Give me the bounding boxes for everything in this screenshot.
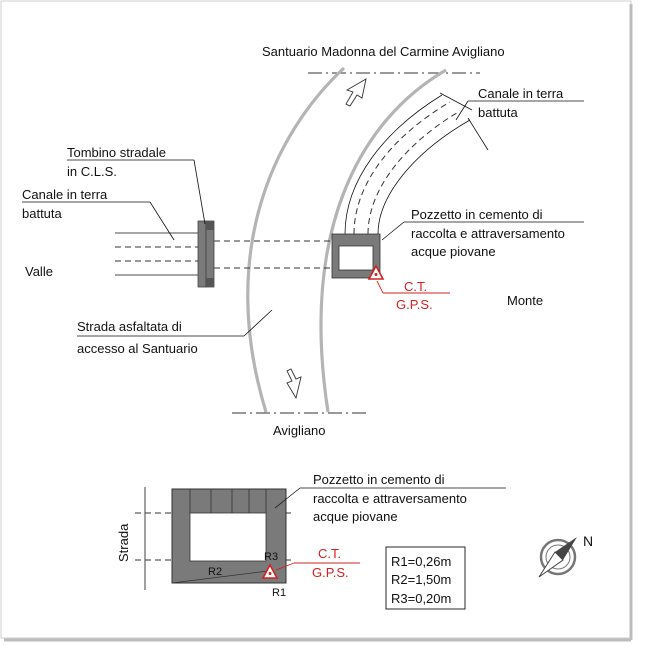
ct-detail-label: C.T. [318,546,341,561]
canale-top-label-2: battuta [478,105,519,120]
canale-top-leader-arrow [455,100,469,121]
pozzetto-plan-label-3: acque piovane [411,244,496,259]
north-arrow-icon [538,537,577,578]
canale-left-label-1: Canale in terra [22,187,108,202]
canale-top-label-1: Canale in terra [478,86,564,101]
ct-detail-leader-arrow [275,562,295,571]
pozzetto-detail-label-3: acque piovane [313,509,398,524]
pozzetto-plan-label-2: raccolta e attraversamento [411,226,565,241]
r2-label: R2 [208,566,222,578]
r1-label: R1 [272,587,286,599]
gps-plan-label: G.P.S. [396,297,433,312]
pozzetto-plan-label-1: Pozzetto in cemento di [411,207,543,222]
tombino-label-1: Tombino stradale [67,145,166,160]
ct-gps-marker-icon [367,264,385,280]
pozzetto-detail-leader-arrow [274,487,301,509]
avigliano-label: Avigliano [273,423,326,438]
tombino-leader-arrow [193,159,206,225]
pozzetto-detail [171,488,287,584]
arrow-south-icon [286,368,302,400]
canale-channel-left [115,232,198,276]
ct-gps-detail-marker-icon [261,563,279,579]
pozzetto-detail-label-1: Pozzetto in cemento di [313,472,445,487]
road-edge-east [319,68,447,413]
radius-legend-box: R1=0,26m R2=1,50m R3=0,20m [385,546,466,610]
tombino-culvert [197,220,215,288]
strada-detail-label: Strada [116,523,131,562]
valle-label: Valle [25,264,53,279]
arrow-north-icon [345,78,367,107]
road-edge-west [246,66,346,413]
canale-left-label-2: battuta [22,206,63,221]
pozzetto-plan [331,233,381,279]
tombino-label-2: in C.L.S. [67,164,117,179]
santuario-label: Santuario Madonna del Carmine Avigliano [262,44,505,59]
pozzetto-detail-label-2: raccolta e attraversamento [313,491,467,506]
legend-r3: R3=0,20m [391,591,451,606]
canale-channel-upper [344,92,489,235]
ct-plan-label: C.T. [404,279,427,294]
strada-leader-arrow [243,309,273,337]
legend-r2: R2=1,50m [391,572,451,587]
monte-label: Monte [507,293,543,308]
ct-plan-leader-arrow [376,280,384,294]
gps-detail-label: G.P.S. [312,565,349,580]
legend-r1: R1=0,26m [391,554,451,569]
canale-left-leader-arrow [149,201,175,241]
north-label: N [583,533,593,549]
strada-label-1: Strada asfaltata di [77,319,182,334]
strada-label-2: accesso al Santuario [77,341,198,356]
pozzetto-plan-leader-arrow [381,221,405,241]
r3-label: R3 [264,551,278,563]
